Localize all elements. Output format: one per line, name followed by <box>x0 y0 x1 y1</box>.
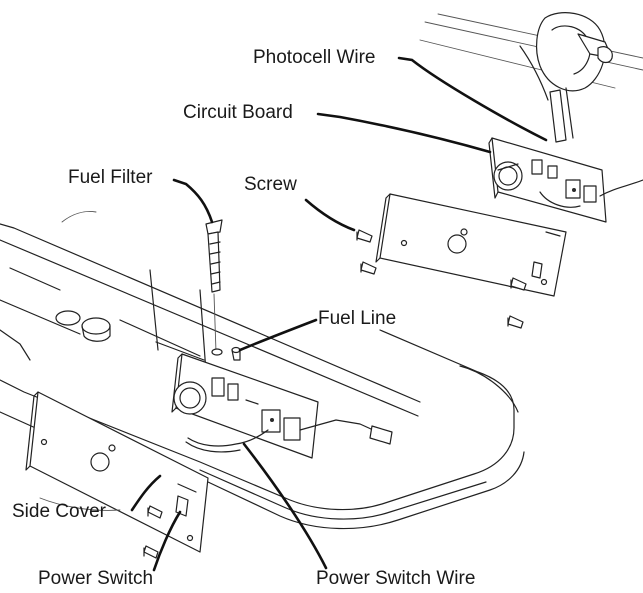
label-fuel-line: Fuel Line <box>318 308 396 329</box>
stray-line <box>39 497 121 511</box>
label-photocell-wire: Photocell Wire <box>253 47 376 68</box>
label-screw: Screw <box>244 174 297 195</box>
photocell-assembly <box>419 12 643 143</box>
fuel-filter <box>205 219 223 356</box>
label-side-cover: Side Cover <box>12 501 107 522</box>
power-switch <box>143 505 163 559</box>
label-circuit-board: Circuit Board <box>183 102 293 123</box>
label-fuel-filter: Fuel Filter <box>68 167 153 188</box>
power-switch-wire-drawing <box>185 429 269 453</box>
lower-control-board <box>171 353 393 459</box>
leader-lines <box>130 56 548 572</box>
label-power-switch: Power Switch <box>38 568 153 589</box>
top-side-cover <box>375 193 567 297</box>
screw <box>356 229 527 329</box>
circuit-board <box>488 137 643 223</box>
label-power-switch-wire: Power Switch Wire <box>316 568 475 589</box>
fuel-line <box>231 346 241 361</box>
lower-side-cover <box>25 391 209 553</box>
stray-line <box>61 211 97 223</box>
